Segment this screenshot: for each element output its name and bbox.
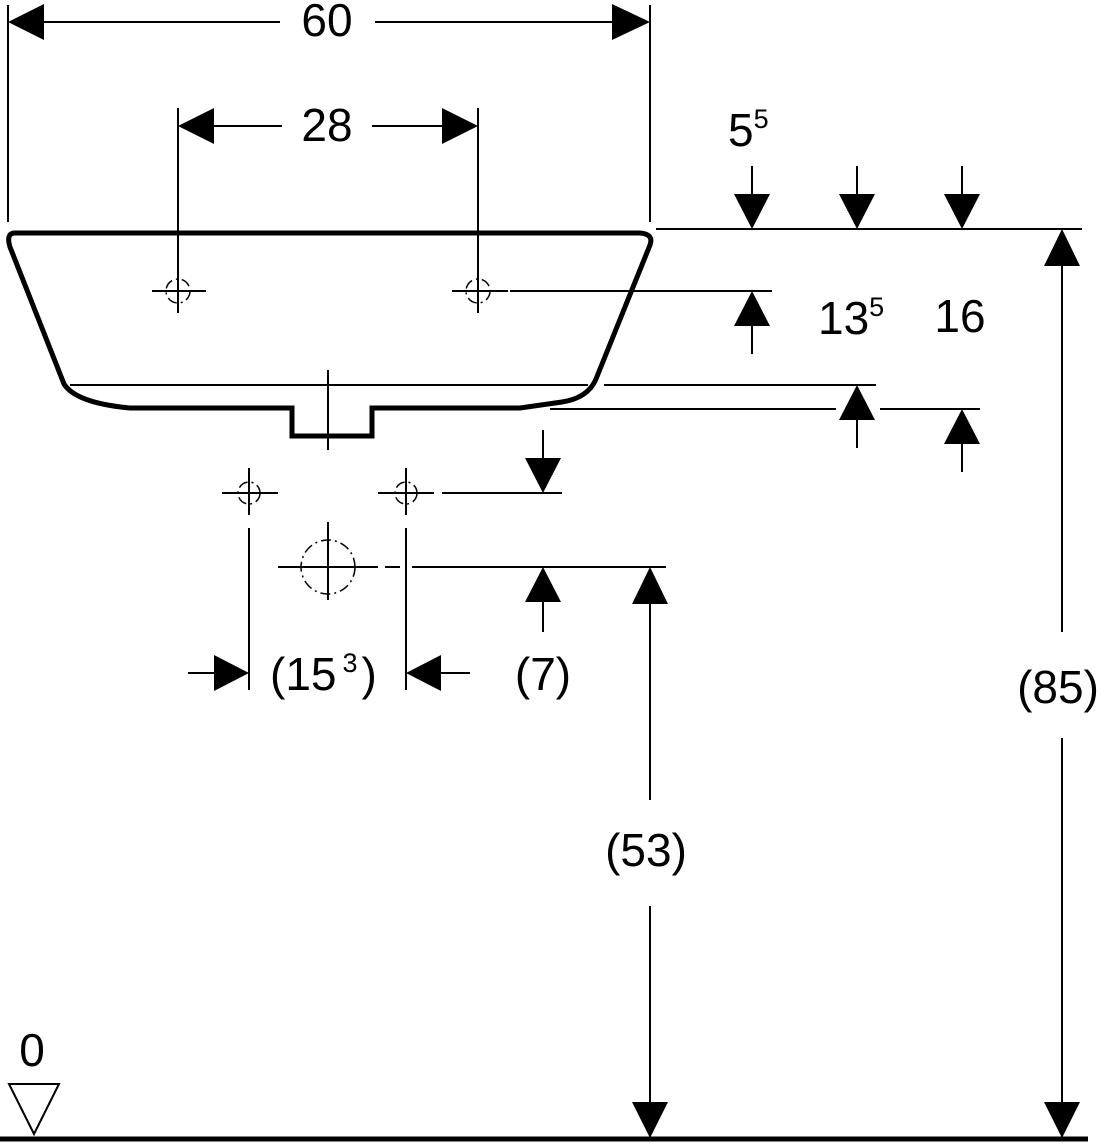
dim-rim-height	[1044, 229, 1080, 1138]
tap-hole-right-icon	[452, 270, 508, 313]
supply-right-icon	[378, 468, 434, 515]
dim-tap-spacing	[178, 108, 478, 144]
dim-width-total	[8, 4, 650, 40]
arrow-up-bowl	[839, 385, 875, 448]
floor-level-marker-icon	[7, 1083, 61, 1137]
supply-left-icon	[222, 468, 278, 515]
dim-label-28: 28	[301, 99, 352, 151]
dim-label-7: (7)	[515, 648, 571, 700]
arrow-up-tap-center	[734, 291, 770, 354]
waste-connection-icon	[278, 522, 400, 600]
tap-hole-left-icon	[152, 270, 206, 313]
dim-label-60: 60	[301, 0, 352, 46]
arrow-down-rim-2	[839, 166, 875, 229]
arrow-down-rim-3	[944, 166, 980, 229]
dim-label-53: (53)	[605, 824, 687, 876]
dim-label-5-5: 55	[728, 104, 769, 156]
floor-level-label: 0	[19, 1024, 45, 1076]
dim-label-16: 16	[934, 290, 985, 342]
dim-label-85: (85)	[1017, 661, 1099, 713]
dim-label-13-5: 135	[818, 292, 884, 344]
dim-supply-spacing	[188, 655, 470, 691]
dim-waste-height	[632, 567, 668, 1138]
arrow-down-supply	[525, 430, 561, 493]
arrow-down-rim-1	[734, 166, 770, 229]
arrow-up-waste	[525, 567, 561, 632]
arrow-up-basin-bottom	[944, 409, 980, 472]
basin-outline	[6, 230, 654, 439]
